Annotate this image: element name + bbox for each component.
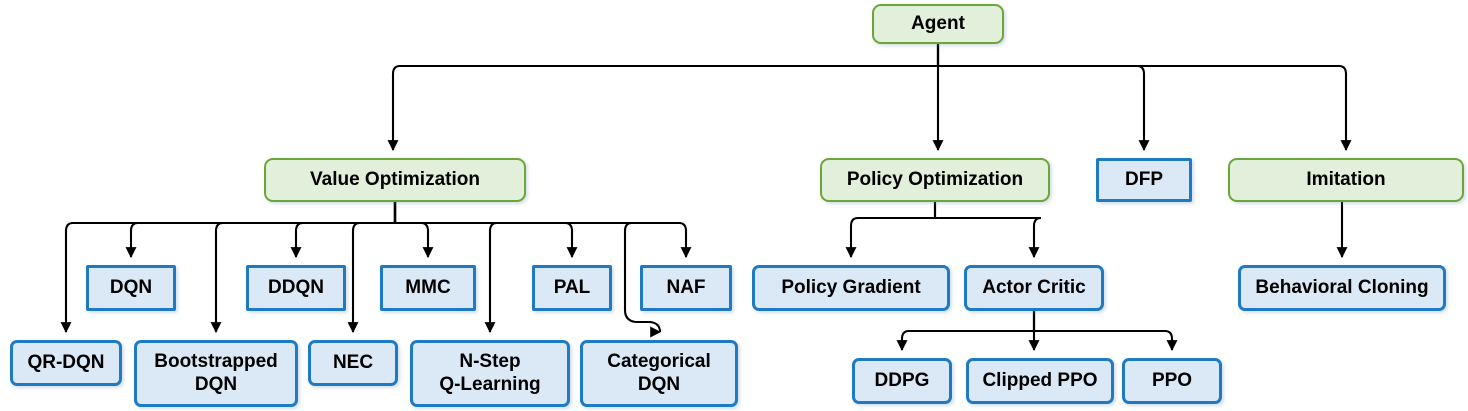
node-label: Value Optimization: [310, 168, 480, 190]
node-mmc[interactable]: MMC: [380, 265, 476, 311]
node-imitation[interactable]: Imitation: [1228, 158, 1464, 202]
node-n-step-q-learning[interactable]: N-Step Q-Learning: [410, 340, 570, 407]
node-categorical-dqn[interactable]: Categorical DQN: [580, 340, 738, 407]
node-label: Clipped PPO: [982, 369, 1098, 391]
node-agent[interactable]: Agent: [872, 4, 1004, 44]
node-label: N-Step Q-Learning: [439, 351, 541, 395]
node-policy-gradient[interactable]: Policy Gradient: [752, 265, 950, 311]
node-label: QR-DQN: [27, 351, 105, 373]
node-label: DDQN: [268, 276, 324, 298]
node-dfp[interactable]: DFP: [1096, 158, 1192, 202]
node-dqn[interactable]: DQN: [86, 265, 176, 311]
node-label: MMC: [405, 276, 451, 298]
node-label: Policy Gradient: [781, 276, 921, 298]
node-label: DDPG: [874, 369, 930, 391]
node-label: NAF: [666, 276, 706, 298]
node-naf[interactable]: NAF: [640, 265, 732, 311]
node-policy-optimization[interactable]: Policy Optimization: [820, 158, 1050, 202]
node-actor-critic[interactable]: Actor Critic: [964, 265, 1104, 311]
node-clipped-ppo[interactable]: Clipped PPO: [966, 358, 1114, 404]
node-label: Categorical DQN: [607, 351, 711, 395]
node-label: DFP: [1125, 168, 1163, 190]
node-nec[interactable]: NEC: [308, 340, 398, 386]
edge-group-value-optimization-row3: [125, 202, 692, 259]
node-value-optimization[interactable]: Value Optimization: [264, 158, 526, 202]
node-ppo[interactable]: PPO: [1122, 358, 1222, 404]
node-label: Behavioral Cloning: [1255, 276, 1429, 298]
node-label: Policy Optimization: [846, 168, 1024, 190]
edge-group-policy-optimization: [845, 202, 1042, 259]
node-label: PPO: [1151, 369, 1193, 391]
edge-group-agent: [387, 44, 1352, 152]
node-ddpg[interactable]: DDPG: [852, 358, 952, 404]
node-label: PAL: [553, 276, 591, 298]
node-qr-dqn[interactable]: QR-DQN: [10, 340, 122, 386]
node-label: Bootstrapped DQN: [154, 351, 278, 395]
node-label: NEC: [332, 351, 374, 373]
node-label: Imitation: [1306, 168, 1386, 190]
node-label: Agent: [911, 12, 965, 34]
node-behavioral-cloning[interactable]: Behavioral Cloning: [1238, 265, 1446, 311]
node-label: Actor Critic: [982, 276, 1086, 298]
node-bootstrapped-dqn[interactable]: Bootstrapped DQN: [134, 340, 298, 407]
node-pal[interactable]: PAL: [532, 265, 612, 311]
node-ddqn[interactable]: DDQN: [246, 265, 346, 311]
node-label: DQN: [109, 276, 153, 298]
edge-group-actor-critic: [896, 311, 1178, 352]
